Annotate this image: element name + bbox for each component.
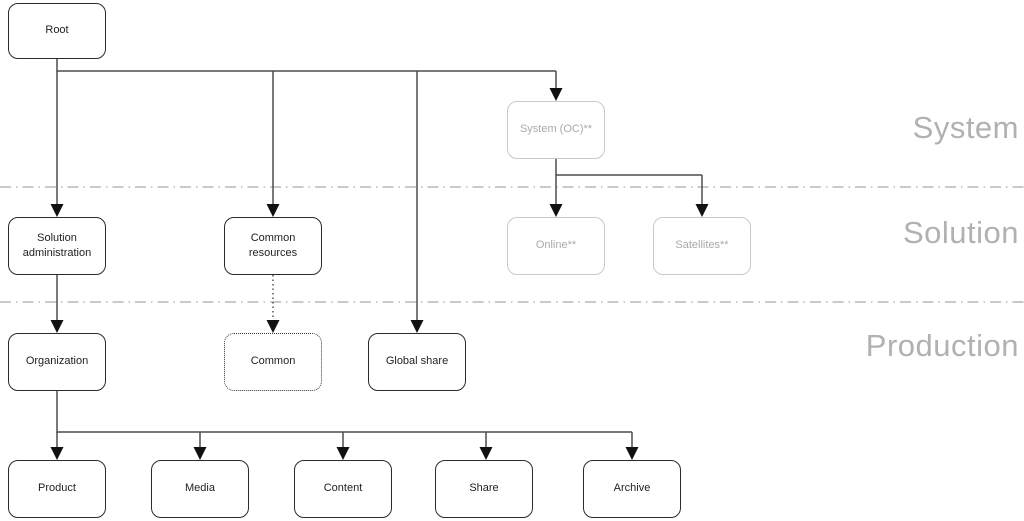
arrowhead-common — [266, 320, 280, 333]
node-global-share-label: Global share — [385, 355, 449, 368]
node-satellites-label: Satellites** — [675, 239, 729, 252]
zone-label-system: System — [912, 110, 1019, 145]
node-common: Common — [224, 333, 322, 391]
node-common-label: Common — [250, 355, 296, 368]
node-product: Product — [8, 460, 106, 518]
arrowhead-media — [193, 447, 207, 460]
connector-organization-trunk — [56, 391, 632, 433]
arrowhead-archive — [625, 447, 639, 460]
arrowhead-common-resources — [266, 204, 280, 217]
connector-root-trunk — [56, 59, 556, 72]
node-solution-administration-label: Solution administration — [22, 231, 92, 259]
node-root: Root — [8, 3, 106, 59]
node-archive-label: Archive — [613, 482, 651, 495]
node-content-label: Content — [323, 482, 363, 495]
arrowhead-online — [549, 204, 563, 217]
arrowhead-share — [479, 447, 493, 460]
node-satellites: Satellites** — [653, 217, 751, 275]
node-online: Online** — [507, 217, 605, 275]
node-organization-label: Organization — [25, 355, 89, 368]
node-share: Share — [435, 460, 533, 518]
arrowhead-system-oc — [549, 88, 563, 101]
zone-label-solution: Solution — [902, 215, 1019, 250]
node-root-label: Root — [45, 24, 69, 37]
arrowhead-organization — [50, 320, 64, 333]
arrowhead-product — [50, 447, 64, 460]
node-global-share: Global share — [368, 333, 466, 391]
node-archive: Archive — [583, 460, 681, 518]
node-common-resources: Common resources — [224, 217, 322, 275]
node-system-oc-label: System (OC)** — [519, 123, 593, 136]
node-product-label: Product — [38, 482, 76, 495]
node-share-label: Share — [469, 482, 499, 495]
node-common-resources-label: Common resources — [248, 231, 298, 259]
node-media-label: Media — [185, 482, 215, 495]
zone-label-production: Production — [865, 328, 1019, 363]
connector-system-oc-trunk — [555, 159, 702, 176]
arrowhead-solution-admin — [50, 204, 64, 217]
arrowhead-content — [336, 447, 350, 460]
node-organization: Organization — [8, 333, 106, 391]
arrowhead-global-share — [410, 320, 424, 333]
node-content: Content — [294, 460, 392, 518]
node-system-oc: System (OC)** — [507, 101, 605, 159]
arrowhead-satellites — [695, 204, 709, 217]
node-online-label: Online** — [535, 239, 577, 252]
node-solution-administration: Solution administration — [8, 217, 106, 275]
node-media: Media — [151, 460, 249, 518]
